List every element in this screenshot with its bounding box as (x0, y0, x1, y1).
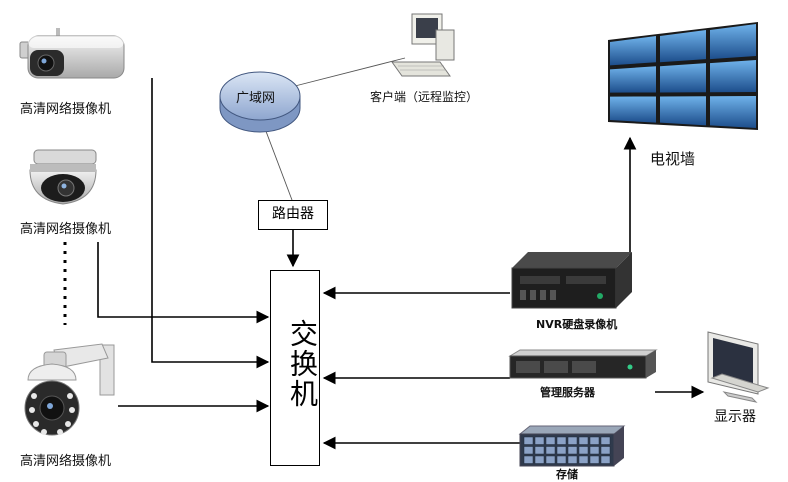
drive-bay (556, 436, 567, 445)
tv-wall-icon (608, 22, 758, 130)
tv-wall-panel (710, 24, 756, 60)
tv-wall-panel (660, 96, 706, 126)
drive-bay (556, 446, 567, 455)
drive-bay (600, 446, 611, 455)
drive-bay (589, 455, 600, 464)
tv-wall-panel (660, 30, 706, 63)
nvr-recorder-icon (511, 252, 632, 309)
storage-label: 存储 (556, 468, 578, 481)
drive-bay (523, 455, 534, 464)
drive-bay (589, 436, 600, 445)
client-label: 客户端（远程监控） (370, 90, 479, 104)
tv-wall-panel (660, 63, 706, 93)
camera-3-label: 高清网络摄像机 (20, 454, 112, 469)
server-label: 管理服务器 (540, 386, 595, 399)
drive-bay (578, 436, 589, 445)
router-box: 路由器 (258, 200, 328, 230)
drive-bay (567, 455, 578, 464)
switch-box: 交换机 (270, 270, 320, 466)
camera-1-label: 高清网络摄像机 (20, 102, 112, 117)
wan-label: 广域网 (236, 91, 276, 106)
drive-bay (578, 446, 589, 455)
drive-bay (534, 455, 545, 464)
tv-wall-panel (710, 60, 756, 93)
drive-bay (534, 446, 545, 455)
storage-array-icon (518, 425, 626, 467)
connections (97, 78, 705, 450)
link-wan-router (263, 125, 293, 201)
tv-wall-label: 电视墙 (650, 150, 696, 168)
drive-bay (534, 436, 545, 445)
drive-bay (600, 455, 611, 464)
display-label: 显示器 (714, 409, 756, 425)
drive-bay (589, 446, 600, 455)
drive-bay (578, 455, 589, 464)
drive-bay (545, 446, 556, 455)
camera-2-label: 高清网络摄像机 (20, 222, 112, 237)
drive-bay (545, 436, 556, 445)
link-camera1-switch (151, 78, 270, 369)
drive-bay (556, 455, 567, 464)
display-monitor-icon (707, 331, 770, 403)
ptz-camera-icon (24, 343, 115, 436)
client-computer-icon (391, 13, 455, 77)
dome-camera-icon (29, 149, 97, 205)
drive-bay (567, 436, 578, 445)
nvr-label: NVR硬盘录像机 (536, 318, 618, 331)
drive-bay (523, 436, 534, 445)
tv-wall-panel (610, 96, 656, 123)
tv-wall-panel (710, 96, 756, 128)
tv-wall-panel (610, 66, 656, 93)
wan-cloud-icon (219, 71, 301, 133)
bullet-camera-icon (19, 28, 125, 79)
drive-bay (567, 446, 578, 455)
wan-links (263, 57, 406, 201)
link-camera2-switch (97, 242, 270, 324)
switch-label: 交换机 (286, 319, 319, 409)
drive-bay (600, 436, 611, 445)
drive-bay (523, 446, 534, 455)
tv-wall-panel (610, 36, 656, 66)
drive-bay (545, 455, 556, 464)
link-wan-client (294, 57, 406, 87)
management-server-icon (508, 349, 658, 379)
